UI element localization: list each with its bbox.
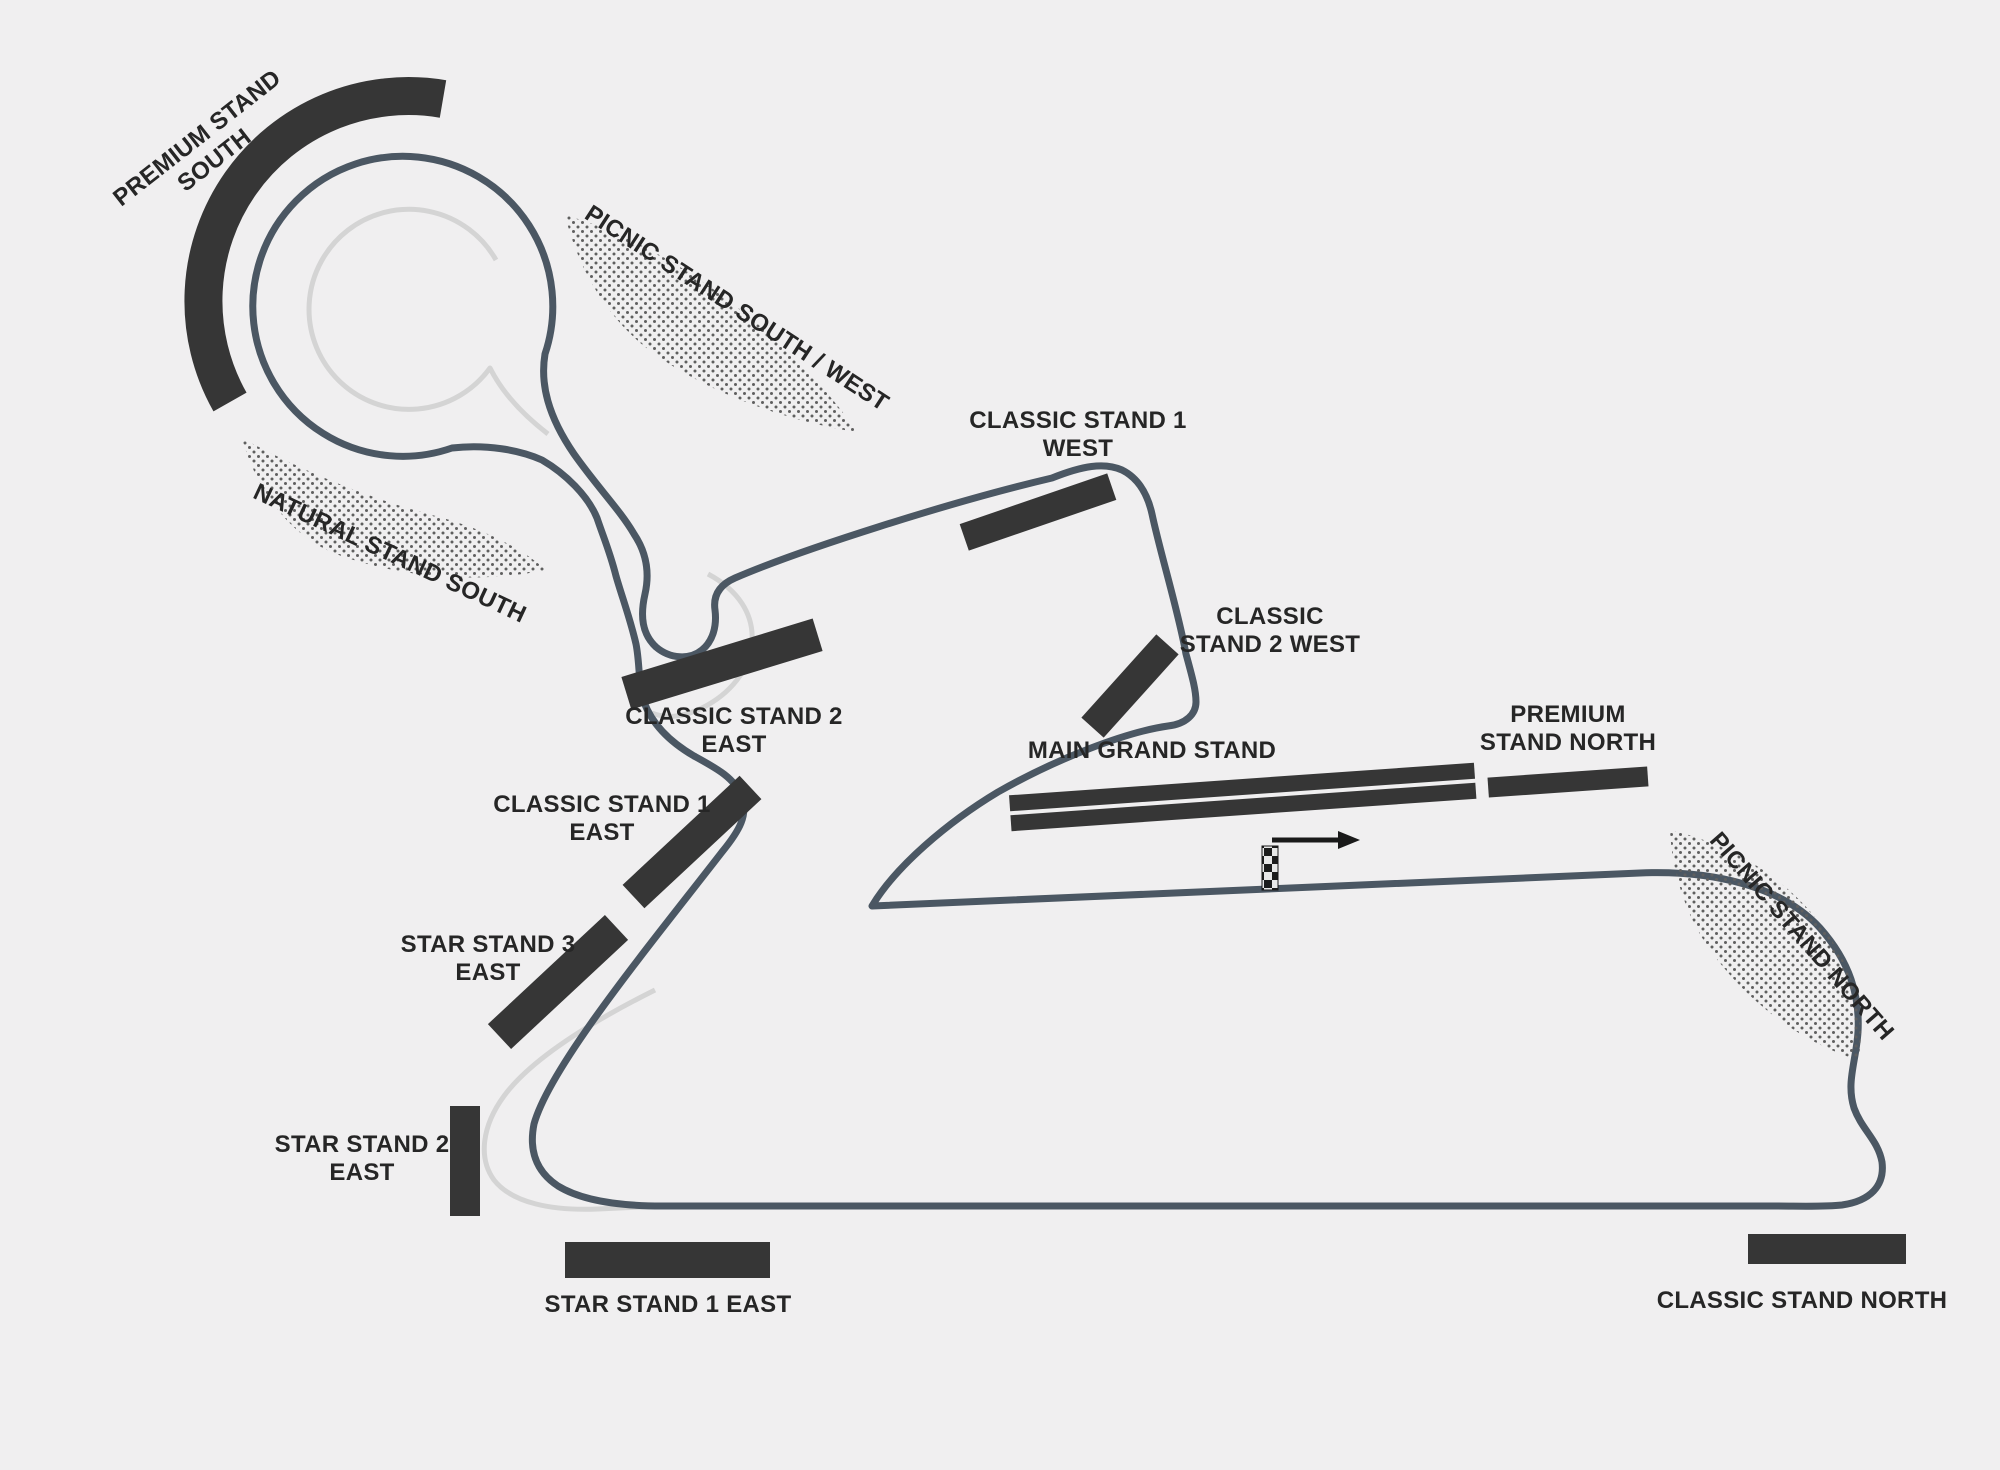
- natural-stand-south-area[interactable]: [242, 438, 546, 578]
- stand-star-3-east: STAR STAND 3 EAST: [401, 915, 629, 1049]
- stand-natural-south: NATURAL STAND SOUTH: [242, 438, 546, 629]
- classic-stand-2-west-label: CLASSIC: [1216, 603, 1323, 630]
- stand-star-2-east: STAR STAND 2 EAST: [275, 1106, 480, 1216]
- classic-stand-2-east-label-2: EAST: [701, 731, 766, 758]
- star-stand-1-east-bar[interactable]: [565, 1242, 770, 1278]
- stand-main-grand: MAIN GRAND STAND: [1009, 737, 1477, 832]
- snail-inner-loop-line: [306, 206, 550, 436]
- stand-premium-north: PREMIUM STAND NORTH: [1480, 701, 1656, 798]
- star-stand-3-east-label-2: EAST: [455, 959, 520, 986]
- classic-stand-1-west-bar[interactable]: [959, 473, 1117, 551]
- premium-stand-south-bar[interactable]: [184, 77, 447, 412]
- picnic-stand-south-west-area[interactable]: [565, 215, 856, 432]
- classic-stand-1-west-label: CLASSIC STAND 1: [969, 407, 1186, 434]
- stand-picnic-north: PICNIC STAND NORTH: [1670, 827, 1899, 1060]
- main-grand-stand-bar-upper[interactable]: [1009, 762, 1476, 812]
- star-stand-2-east-bar[interactable]: [450, 1106, 480, 1216]
- stand-star-1-east: STAR STAND 1 EAST: [545, 1242, 792, 1318]
- classic-stand-1-east-label: CLASSIC STAND 1: [493, 791, 710, 818]
- classic-stand-north-bar[interactable]: [1748, 1234, 1906, 1264]
- star-stand-2-east-label-2: EAST: [329, 1159, 394, 1186]
- classic-stand-2-east-label: CLASSIC STAND 2: [625, 703, 842, 730]
- main-grand-stand-label: MAIN GRAND STAND: [1028, 737, 1276, 764]
- stand-classic-2-east: CLASSIC STAND 2 EAST: [621, 618, 842, 758]
- start-finish-line: [1261, 845, 1279, 891]
- stand-picnic-south-west: PICNIC STAND SOUTH / WEST: [565, 200, 894, 432]
- star-stand-3-east-bar[interactable]: [487, 915, 629, 1049]
- classic-stand-north-label: CLASSIC STAND NORTH: [1657, 1287, 1948, 1314]
- stand-classic-2-west: CLASSIC STAND 2 WEST: [1081, 603, 1360, 738]
- track-outline: [249, 152, 1886, 1210]
- start-finish-group: [1261, 831, 1360, 891]
- premium-stand-north-label: PREMIUM: [1510, 701, 1625, 728]
- star-stand-1-east-label: STAR STAND 1 EAST: [545, 1291, 792, 1318]
- premium-stand-north-bar[interactable]: [1487, 766, 1649, 798]
- picnic-stand-north-area[interactable]: [1670, 830, 1861, 1060]
- classic-stand-2-east-bar[interactable]: [621, 618, 823, 710]
- pit-lane-loop-line: [481, 987, 665, 1212]
- premium-stand-north-label-2: STAND NORTH: [1480, 729, 1656, 756]
- classic-stand-1-west-label-2: WEST: [1043, 435, 1114, 462]
- classic-stand-1-east-label-2: EAST: [569, 819, 634, 846]
- star-stand-2-east-label: STAR STAND 2: [275, 1131, 450, 1158]
- stand-classic-1-west: CLASSIC STAND 1 WEST: [959, 407, 1186, 551]
- classic-stand-1-east-bar[interactable]: [622, 775, 762, 909]
- stand-classic-1-east: CLASSIC STAND 1 EAST: [493, 775, 762, 909]
- stand-classic-north: CLASSIC STAND NORTH: [1657, 1234, 1948, 1314]
- star-stand-3-east-label: STAR STAND 3: [401, 931, 576, 958]
- race-direction-arrow-head: [1338, 831, 1360, 849]
- classic-stand-2-west-bar[interactable]: [1081, 634, 1179, 738]
- classic-stand-2-west-label-2: STAND 2 WEST: [1180, 631, 1361, 658]
- main-grand-stand-bar-lower[interactable]: [1010, 782, 1477, 832]
